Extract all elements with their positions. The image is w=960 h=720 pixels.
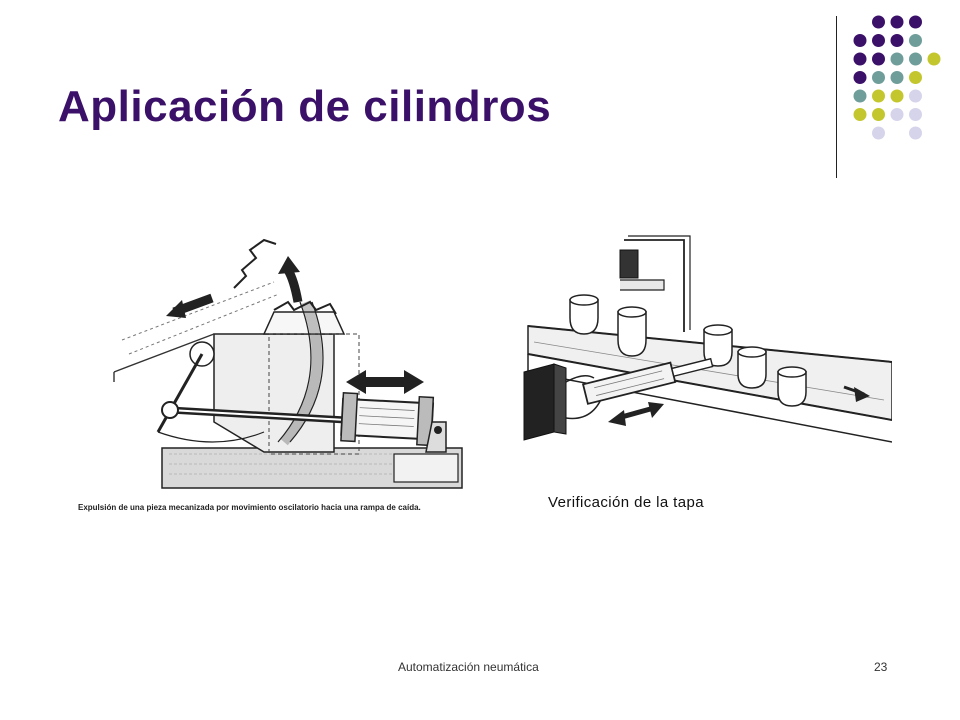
decorative-dot — [909, 52, 922, 66]
right-figure-caption: Verificación de la tapa — [548, 494, 704, 511]
slide-number: 23 — [874, 660, 888, 674]
decorative-dot — [872, 89, 885, 103]
decorative-dot — [909, 126, 922, 140]
decorative-dot — [853, 108, 867, 121]
oscillating-ejection-illustration — [74, 222, 498, 518]
decorative-dot — [872, 126, 885, 140]
decorative-dot — [890, 108, 904, 121]
decorative-dot — [872, 52, 885, 66]
slide-title: Aplicación de cilindros — [58, 82, 552, 131]
decorative-dot — [890, 71, 904, 84]
footer-text: Automatización neumática — [398, 660, 539, 674]
decorative-dot — [872, 108, 885, 121]
decorative-dot — [853, 52, 867, 66]
decorative-dot — [890, 89, 904, 103]
decorative-dot — [872, 34, 885, 47]
decorative-dot — [909, 15, 922, 29]
decorative-dot — [909, 34, 922, 47]
decorative-dot — [853, 89, 867, 103]
decorative-dot — [909, 71, 922, 84]
decorative-dot-grid — [853, 15, 941, 140]
decorative-dot — [890, 15, 904, 29]
decorative-dot — [872, 15, 885, 29]
decorative-dot — [890, 34, 904, 47]
lid-verification-illustration — [514, 222, 892, 516]
decorative-dot — [909, 89, 922, 103]
decorative-dot — [872, 71, 885, 84]
decorative-divider — [836, 16, 837, 178]
decorative-dot — [853, 71, 867, 84]
decorative-dot — [927, 52, 941, 66]
decorative-dot — [853, 34, 867, 47]
left-figure-caption: Expulsión de una pieza mecanizada por mo… — [78, 503, 421, 512]
decorative-dot — [890, 52, 904, 66]
decorative-dot — [909, 108, 922, 121]
